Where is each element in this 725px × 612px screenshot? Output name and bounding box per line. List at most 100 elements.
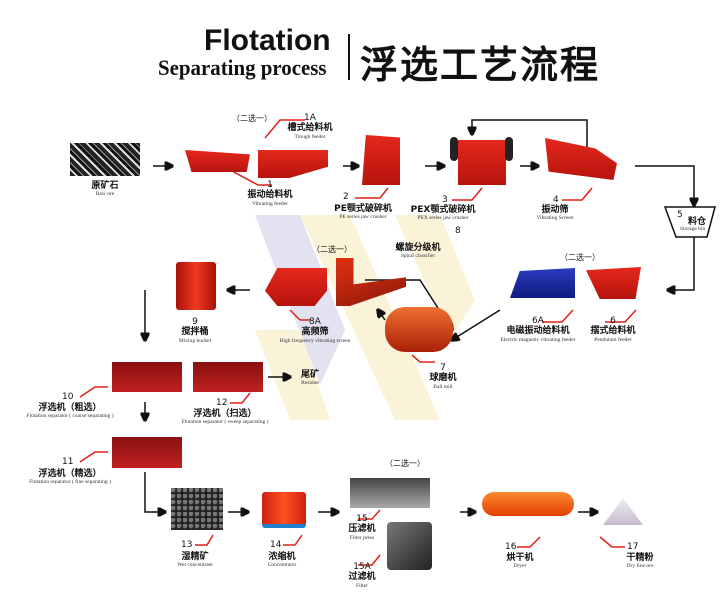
label-cn: 螺旋分级机: [395, 243, 441, 253]
label-flotation-coarse: 浮选机（粗选）Flotation separator ( coarse sepa…: [10, 403, 130, 420]
label-en: Residue: [301, 380, 319, 387]
label-cn: 烘干机: [506, 553, 534, 563]
flotation-fine-image: [112, 437, 182, 468]
title-divider: [348, 34, 350, 80]
label-num-2: 2: [343, 192, 349, 202]
label-num-3: 3: [442, 195, 448, 205]
mixing-bucket-image: [176, 262, 216, 310]
ball-mill-image: [385, 307, 453, 352]
label-num-10: 10: [62, 392, 74, 402]
label-num: 15A: [353, 562, 371, 572]
label-en: Flotation separator ( fine separating ): [29, 479, 111, 486]
label-en: Filter: [356, 582, 368, 589]
title-flotation: Flotation: [204, 24, 331, 57]
label-cn: 尾矿: [300, 370, 319, 380]
label-cn: 原矿石: [91, 181, 119, 191]
label-cn: PEX颚式破碎机: [410, 205, 476, 215]
choose-one-label: （二选一）: [312, 245, 352, 254]
label-cn: 干精粉: [626, 553, 654, 563]
pex-jaw-crusher-image: [458, 140, 506, 185]
choose-one-label: （二选一）: [232, 114, 272, 123]
label-storage-bin-en: Storage bin: [680, 226, 706, 232]
label-cn: 振动筛: [541, 205, 569, 215]
label-cn: 过滤机: [348, 572, 376, 583]
label-cn: 压滤机: [348, 524, 376, 535]
label-num-14: 14: [270, 540, 282, 550]
storage-bin-shape: [663, 206, 716, 238]
filter-press-image: [350, 478, 430, 508]
label-num: 8A: [309, 317, 321, 327]
flywheel-icon: [505, 137, 513, 161]
flotation-sweep-image: [193, 362, 263, 392]
label-num-5: 5: [677, 210, 683, 220]
label-num-13: 13: [181, 540, 193, 550]
label-cn: 搅拌桶: [181, 327, 209, 338]
label-cn: 浮选机（扫选）: [193, 409, 257, 419]
label-num-11: 11: [62, 457, 74, 467]
label-en: Spiral classifier: [400, 253, 436, 260]
label-en: Vibrating feeder: [252, 200, 288, 207]
label-num: 6: [610, 316, 616, 326]
label-cn: 浓缩机: [268, 552, 296, 562]
label-en: Vibrating Screen: [536, 215, 574, 222]
label-num: 6A: [532, 316, 544, 326]
flywheel-icon: [450, 137, 458, 161]
label-cn: 高频筛: [301, 327, 329, 338]
label-storage-bin-cn: 料仓: [688, 217, 707, 227]
label-flotation-fine: 浮选机（精选）Flotation separator ( fine separa…: [10, 469, 130, 486]
label-en: Raw ore: [95, 191, 115, 198]
step-number-8: 8: [455, 226, 461, 236]
label-num: 1: [267, 180, 273, 190]
label-num: 15: [356, 514, 368, 524]
label-num-17: 17: [627, 542, 639, 552]
label-num-4: 4: [553, 195, 559, 205]
label-en: Concentrator: [267, 562, 297, 569]
label-en: Electric magnetic vibrating feeder: [500, 336, 576, 343]
label-cn: 球磨机: [429, 373, 457, 384]
label-en: Dryer: [513, 563, 527, 570]
label-cn: 电磁振动给料机: [506, 326, 570, 337]
label-en: Flotation separator ( sweep separating ): [181, 419, 269, 426]
title-separating-process: Separating process: [158, 55, 327, 80]
label-num: 7: [440, 363, 446, 373]
label-flotation-sweep: 浮选机（扫选）Flotation separator ( sweep separ…: [165, 409, 285, 426]
label-en: PEX series jaw crusher: [417, 215, 469, 222]
wet-concentrate-image: [171, 488, 223, 530]
label-cn: 槽式给料机: [287, 123, 333, 134]
label-en: Ball mill: [433, 383, 453, 390]
label-en: Filter press: [349, 534, 375, 541]
concentrator-image: [262, 492, 306, 528]
label-cn: 浮选机（精选）: [38, 469, 102, 479]
electromagnetic-feeder-image: [510, 268, 575, 298]
filter-image: [387, 522, 432, 570]
vibrating-feeder-image: [185, 150, 250, 172]
dryer-image: [482, 492, 574, 516]
choose-one-label: （二选一）: [385, 459, 425, 468]
label-cn: PE颚式破碎机: [334, 204, 392, 214]
label-en: PE series jaw crusher: [339, 214, 387, 221]
label-en: Trough feeder: [294, 133, 326, 140]
raw-ore-image: [70, 143, 140, 176]
label-cn: 摆式给料机: [590, 326, 636, 337]
label-en: Dry fine ore: [626, 563, 654, 570]
label-num-16: 16: [505, 542, 517, 552]
title-chinese: 浮选工艺流程: [360, 42, 601, 87]
label-en: High frequency vibrating screen: [279, 337, 351, 344]
leader-lines: [79, 119, 637, 566]
